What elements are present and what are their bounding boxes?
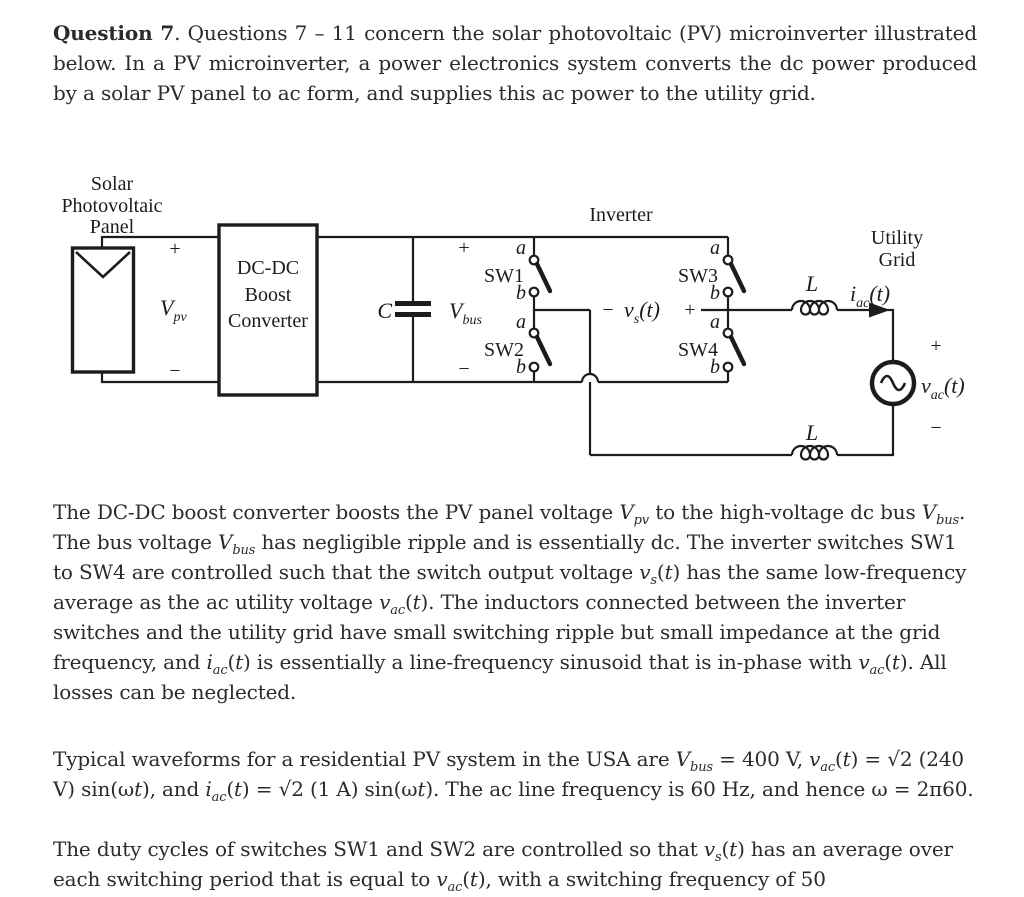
circuit-diagram: Solar Photovoltaic Panel + Vpv − DC-DC B… [61,173,965,461]
vac-minus-sign: − [930,417,941,439]
vpv-plus-sign: + [169,238,180,260]
panel-label-line2: Photovoltaic [61,195,162,217]
iac-current-arrow [869,302,890,318]
grid-top-wire [837,308,895,362]
sw1-terminal-a-label: a [516,237,526,259]
solar-panel-symbol [70,246,136,374]
inverter-label: Inverter [589,204,653,226]
utility-label-line1: Utility [871,227,923,249]
capacitor-symbol [395,237,431,382]
waveforms-paragraph: Typical waveforms for a residential PV s… [53,747,974,805]
inductor-bottom-label: L [805,420,818,445]
vs-minus-sign: − [602,299,613,321]
description-paragraph: The DC-DC boost converter boosts the PV … [53,500,967,704]
panel-chevron-icon [75,251,131,279]
boost-converter-label: DC-DC Boost Converter [228,257,308,332]
boost-label-line3: Converter [228,310,308,332]
sw2-terminal-a-label: a [516,311,526,333]
sw1-label: SW1 [484,265,524,287]
sw3-terminal-b-label: b [710,282,720,304]
sine-wave-icon [879,374,907,392]
panel-label-line3: Panel [90,216,135,238]
question-intro-paragraph: Question 7. Questions 7 – 11 concern the… [53,21,977,105]
ac-source-symbol [869,359,917,407]
wire-hop [580,372,600,383]
boost-label-line2: Boost [245,284,292,306]
inductor-top [790,299,839,316]
vpv-label: Vpv [160,295,187,325]
sw4-terminal-b-label: b [710,356,720,378]
sw2-terminal-b-label: b [516,356,526,378]
vs-label: vs(t) [624,297,660,327]
boost-label-line1: DC-DC [237,257,299,279]
iac-label: iac(t) [850,281,890,311]
capacitor-label: C [377,298,392,323]
sw3-label: SW3 [678,265,718,287]
vac-label: vac(t) [921,373,965,403]
vpv-minus-sign: − [169,360,180,382]
vbus-plus-sign: + [458,237,469,259]
pv-panel-label: Solar Photovoltaic Panel [61,173,162,238]
inductor-top-label: L [805,271,818,296]
inductor-bottom [790,444,839,461]
panel-label-line1: Solar [91,173,134,195]
vbus-minus-sign: − [458,358,469,380]
vbus-label: Vbus [449,298,482,328]
sw4-label: SW4 [678,339,718,361]
sw1-terminal-b-label: b [516,282,526,304]
circuit-wires-left [100,235,219,384]
sw4-terminal-a-label: a [710,311,720,333]
switch-sw4 [722,296,747,382]
vac-plus-sign: + [930,335,941,357]
switch-sw3 [722,237,747,298]
switch-sw1 [528,237,553,298]
sw3-terminal-a-label: a [710,237,720,259]
utility-grid-label: Utility Grid [871,227,923,271]
utility-label-line2: Grid [879,249,916,271]
return-wire-right [837,404,895,457]
duty-cycle-paragraph: The duty cycles of switches SW1 and SW2 … [53,837,953,895]
vs-plus-sign: + [684,299,695,321]
sw2-label: SW2 [484,339,524,361]
switch-sw2 [528,296,553,382]
boost-converter-box [217,223,319,397]
dc-bus-rails [317,235,728,455]
